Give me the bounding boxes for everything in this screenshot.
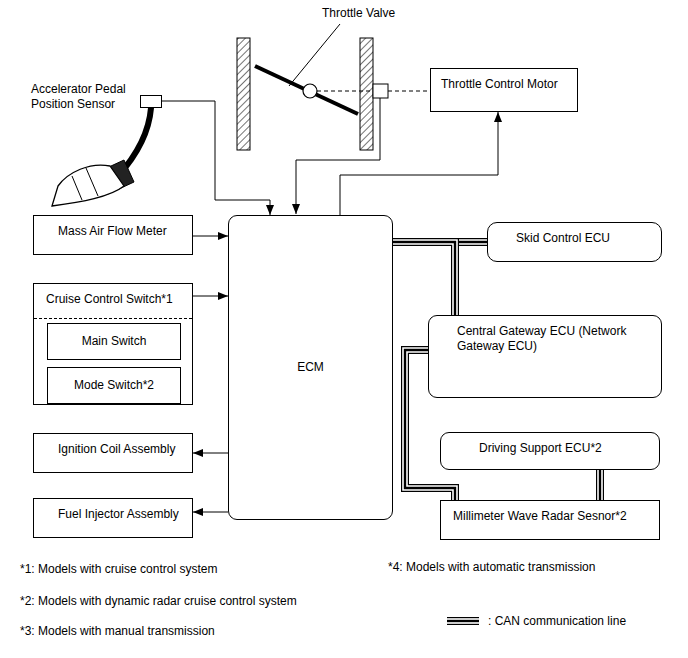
- foot: [72, 176, 82, 200]
- node-label: Millimeter Wave Radar Sesnor*2: [453, 509, 649, 524]
- ecu-box: Central Gateway ECU (Network Gateway ECU…: [428, 315, 662, 398]
- can-line: [393, 242, 455, 315]
- signal-arrow: [193, 236, 228, 237]
- node-label: ECM: [297, 360, 324, 375]
- valve-shaft: [317, 91, 373, 92]
- legend-entry: : CAN communication line: [446, 614, 626, 628]
- sensor-box: Accelerator Pedal Position Sensor: [140, 95, 162, 108]
- legend-sample: [446, 614, 482, 628]
- node-label: Mode Switch*2: [54, 378, 174, 393]
- throttle-position-sensor: [373, 84, 388, 98]
- footnote: *4: Models with automatic transmission: [388, 560, 595, 575]
- signal-arrow: [340, 112, 498, 215]
- node-label: Accelerator Pedal Position Sensor: [31, 82, 135, 112]
- signal-arrow: [162, 101, 270, 215]
- signal-arrow: [193, 512, 228, 513]
- ecu-box: Skid Control ECU: [487, 222, 662, 262]
- signal-arrow: [193, 453, 228, 454]
- ecm-box: ECM: [228, 215, 393, 520]
- footnote: *3: Models with manual transmission: [20, 624, 215, 639]
- signal-arrow: [162, 101, 270, 215]
- switch-box: Main Switch: [47, 323, 181, 360]
- can-line: [393, 242, 455, 315]
- foot: [86, 168, 98, 196]
- node-label: Driving Support ECU*2: [479, 441, 649, 456]
- can-line: [597, 470, 603, 500]
- node-label: Main Switch: [54, 334, 174, 349]
- valve-shaft: [388, 91, 430, 92]
- signal-wire: [296, 98, 380, 214]
- can-line: [596, 470, 604, 500]
- node-label: Ignition Coil Assembly: [58, 442, 182, 457]
- foot: [52, 165, 124, 206]
- node-label: Mass Air Flow Meter: [58, 224, 182, 239]
- throttle-body-wall: [237, 38, 250, 150]
- throttle-valve-plate: [255, 66, 358, 114]
- signal-arrow: [193, 512, 228, 513]
- separator-line: [34, 318, 192, 319]
- can-line: [393, 242, 455, 315]
- signal-arrow: [193, 453, 228, 454]
- switch-group: Cruise Control Switch*1Main SwitchMode S…: [33, 283, 193, 405]
- actuator-box: Throttle Control Motor: [430, 68, 578, 112]
- legend-label: : CAN communication line: [488, 614, 626, 628]
- part-label: Throttle Valve: [322, 6, 395, 21]
- throttle-body-wall: [360, 38, 373, 150]
- signal-arrow: [193, 296, 228, 297]
- node-label: Fuel Injector Assembly: [58, 507, 182, 522]
- switch-box: Mode Switch*2: [47, 367, 181, 404]
- ecu-box: Driving Support ECU*2: [440, 432, 660, 470]
- signal-arrow: [340, 112, 498, 215]
- signal-arrow: [193, 296, 228, 297]
- sensor-box: Mass Air Flow Meter: [33, 215, 193, 255]
- node-label: Central Gateway ECU (Network Gateway ECU…: [457, 324, 642, 354]
- footnote: *2: Models with dynamic radar cruise con…: [20, 594, 297, 609]
- actuator-box: Ignition Coil Assembly: [33, 433, 193, 473]
- sensor-box: Millimeter Wave Radar Sesnor*2: [440, 500, 660, 540]
- can-line: [393, 242, 455, 315]
- footnote: *1: Models with cruise control system: [20, 562, 217, 577]
- actuator-box: Fuel Injector Assembly: [33, 498, 193, 538]
- node-label: Skid Control ECU: [516, 231, 651, 246]
- signal-arrow: [193, 236, 228, 237]
- node-label: Cruise Control Switch*1: [46, 292, 182, 307]
- leader-line: [289, 24, 340, 86]
- valve-pivot: [303, 84, 317, 98]
- node-label: Throttle Control Motor: [441, 77, 567, 92]
- can-line: [600, 470, 601, 500]
- can-line: [599, 470, 601, 500]
